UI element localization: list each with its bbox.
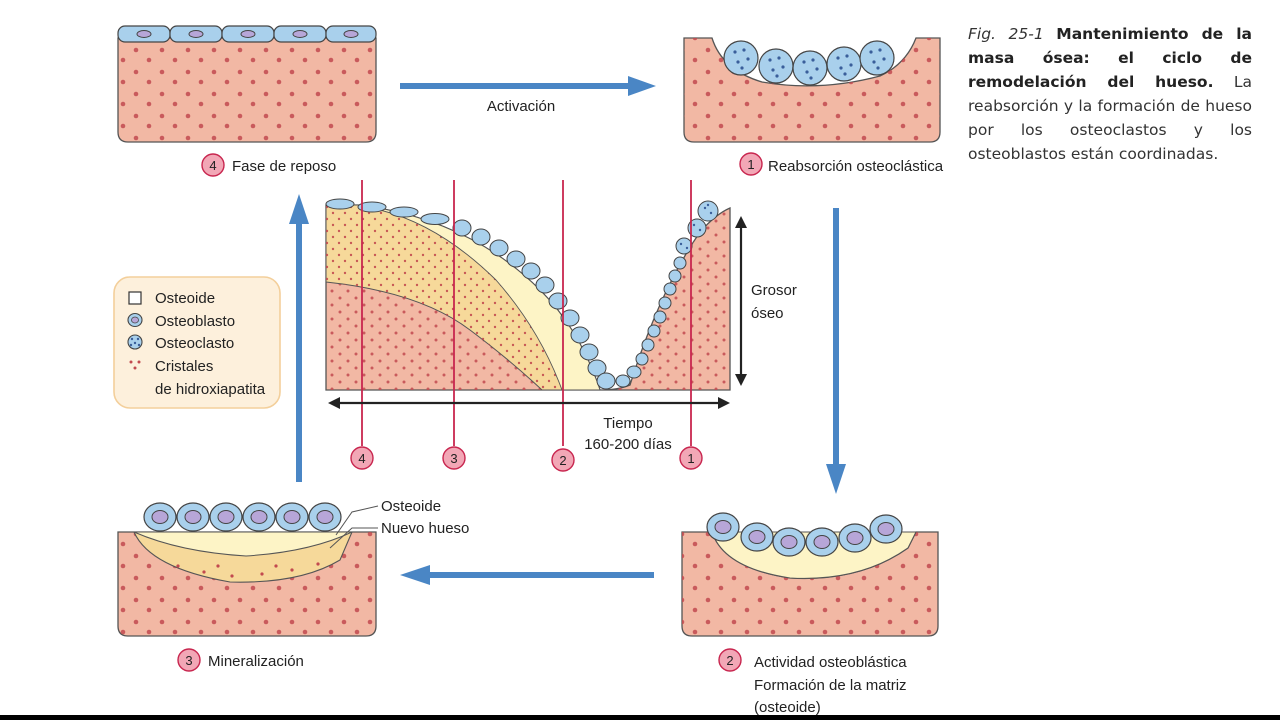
stage-4-number: 4 bbox=[209, 158, 216, 173]
resorption-block bbox=[683, 37, 941, 143]
bottom-bar bbox=[0, 715, 1280, 720]
stage-3-label: 3 Mineralización bbox=[177, 648, 304, 672]
left-arrow bbox=[400, 565, 654, 585]
activation-arrow: Activación bbox=[400, 76, 656, 115]
figure-title: Mantenimiento de la masa ósea: el ciclo … bbox=[968, 25, 1252, 91]
time-axis-duration: 160-200 días bbox=[584, 436, 672, 453]
timeline-osteoclasts bbox=[675, 200, 719, 255]
timeline-marker-4: 4 bbox=[350, 446, 374, 470]
thickness-label-line1: Grosor bbox=[751, 282, 797, 299]
stage-2-title-line3: (osteoide) bbox=[754, 699, 821, 715]
thickness-label-line2: óseo bbox=[751, 305, 784, 322]
rest-phase-block bbox=[117, 25, 377, 143]
osteoblast-cells-stage-2 bbox=[706, 512, 903, 557]
stage-1-title: Reabsorción osteoclástica bbox=[768, 158, 944, 175]
stage-3-number: 3 bbox=[185, 653, 192, 668]
stage-4-label: 4 Fase de reposo bbox=[201, 153, 336, 177]
osteoblast-cells-stage-3 bbox=[143, 502, 342, 532]
figure-description: La reabsorción y la formación de hueso p… bbox=[968, 73, 1252, 163]
svg-text:3: 3 bbox=[450, 451, 457, 466]
lining-cells-row bbox=[117, 25, 377, 43]
new-bone-annotation-label: Nuevo hueso bbox=[381, 520, 469, 537]
stage-2-label: 2 Actividad osteoblástica Formación de l… bbox=[718, 648, 907, 715]
legend-crystals-line2: de hidroxiapatita bbox=[155, 381, 266, 398]
legend: Osteoide Osteoblasto Osteoclasto Cristal… bbox=[113, 276, 281, 409]
stage-3-title: Mineralización bbox=[208, 653, 304, 670]
stage-4-title: Fase de reposo bbox=[232, 158, 336, 175]
time-axis-label: Tiempo bbox=[603, 415, 652, 432]
timeline-lining-cells bbox=[325, 198, 450, 225]
osteoid-annotation-label: Osteoide bbox=[381, 498, 441, 515]
timeline-section: Tiempo 160-200 días Grosor óseo 4 3 2 1 bbox=[325, 180, 797, 472]
osteoclast-cells bbox=[723, 40, 895, 86]
down-arrow bbox=[826, 208, 846, 494]
new-bone-annotation: Nuevo hueso bbox=[329, 520, 469, 549]
mineralization-block bbox=[117, 502, 377, 637]
figure-label: Fig. 25-1 bbox=[968, 25, 1044, 43]
formation-block bbox=[681, 512, 939, 637]
legend-crystals-line1: Cristales bbox=[155, 358, 213, 375]
timeline-marker-3: 3 bbox=[442, 446, 466, 470]
stage-2-title-line1: Actividad osteoblástica bbox=[754, 654, 907, 671]
stage-2-title-line2: Formación de la matriz bbox=[754, 677, 907, 694]
stage-1-label: 1 Reabsorción osteoclástica bbox=[739, 152, 944, 176]
stage-2-number: 2 bbox=[726, 653, 733, 668]
legend-osteoblast: Osteoblasto bbox=[155, 313, 235, 330]
legend-osteoid: Osteoide bbox=[155, 290, 215, 307]
svg-text:2: 2 bbox=[559, 453, 566, 468]
timeline-osteoblasts bbox=[452, 219, 687, 390]
timeline-marker-1: 1 bbox=[679, 446, 703, 470]
crystals-legend-icon bbox=[129, 360, 141, 370]
timeline-marker-2: 2 bbox=[551, 448, 575, 472]
svg-text:1: 1 bbox=[687, 451, 694, 466]
activation-label: Activación bbox=[487, 98, 555, 115]
svg-text:4: 4 bbox=[358, 451, 365, 466]
up-arrow bbox=[289, 194, 309, 482]
figure-caption: Fig. 25-1 Mantenimiento de la masa ósea:… bbox=[968, 22, 1252, 166]
bone-remodeling-diagram: 4 Fase de reposo Activación 1 bbox=[113, 25, 944, 715]
stage-1-number: 1 bbox=[747, 157, 754, 172]
osteoid-legend-swatch bbox=[128, 291, 142, 305]
osteoid-annotation: Osteoide bbox=[335, 498, 441, 536]
legend-osteoclast: Osteoclasto bbox=[155, 335, 234, 352]
